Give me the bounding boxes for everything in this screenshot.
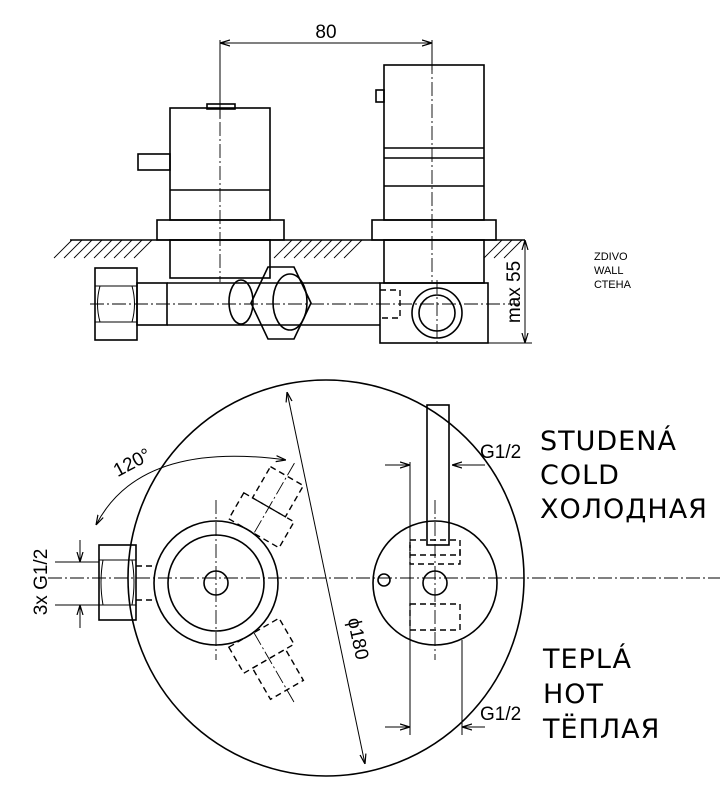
cold-label-en: COLD bbox=[540, 460, 620, 491]
hatch-line bbox=[103, 239, 123, 259]
width-dimension-label: 80 bbox=[315, 22, 336, 43]
hatch-line bbox=[333, 239, 353, 259]
diameter-label: ϕ180 bbox=[343, 616, 372, 662]
hatch-line bbox=[343, 239, 363, 259]
hot-labels: TEPLÁ HOT ТЁПЛАЯ bbox=[542, 643, 660, 745]
cold-thread-dimension: G1/2 bbox=[385, 442, 521, 465]
center-hex-union bbox=[228, 266, 312, 340]
wall-label-en: WALL bbox=[594, 265, 624, 277]
angle-label: 120° bbox=[110, 445, 155, 482]
wall-label-ru: СТЕНА bbox=[594, 279, 632, 291]
left-valve bbox=[137, 100, 285, 282]
inlet-dimension-label: 3x G1/2 bbox=[31, 549, 52, 616]
cold-labels: STUDENÁ COLD ХОЛОДНАЯ bbox=[540, 425, 708, 525]
hatch-line bbox=[53, 239, 73, 259]
hatch-line bbox=[73, 239, 93, 259]
inlet-dimension: 3x G1/2 bbox=[31, 540, 99, 628]
hot-label-en: HOT bbox=[543, 679, 604, 710]
hatch-line bbox=[293, 239, 313, 259]
hatch-line bbox=[113, 239, 133, 259]
hot-thread-label: G1/2 bbox=[480, 704, 521, 725]
hatch-line bbox=[493, 239, 513, 259]
wall-hatching bbox=[53, 239, 523, 259]
wall-surface bbox=[53, 239, 525, 259]
hatch-line bbox=[483, 239, 503, 259]
hot-label-cz: TEPLÁ bbox=[542, 643, 632, 675]
hot-label-ru: ТЁПЛАЯ bbox=[542, 713, 660, 745]
right-mixer bbox=[372, 404, 498, 735]
angle-dimension: 120° bbox=[96, 445, 286, 525]
hatch-line bbox=[63, 239, 83, 259]
left-inlet-nut bbox=[98, 544, 137, 621]
hatch-line bbox=[273, 239, 293, 259]
hatch-line bbox=[283, 239, 303, 259]
hot-thread-dimension: G1/2 bbox=[385, 704, 521, 727]
wall-label-cz: ZDIVO bbox=[594, 251, 628, 263]
depth-dimension-label: max 55 bbox=[504, 261, 525, 323]
wall-labels: ZDIVO WALL СТЕНА bbox=[594, 251, 632, 291]
width-dimension: 80 bbox=[219, 22, 433, 118]
hatch-line bbox=[503, 239, 523, 259]
hatch-line bbox=[323, 239, 343, 259]
top-view: 120° 3x G1/2 ϕ180 bbox=[31, 379, 720, 777]
cold-thread-label: G1/2 bbox=[480, 442, 521, 463]
hatch-line bbox=[123, 239, 143, 259]
upper-outlet bbox=[227, 462, 305, 549]
hatch-line bbox=[93, 239, 113, 259]
right-valve bbox=[371, 60, 497, 346]
hatch-line bbox=[133, 239, 153, 259]
lower-outlet bbox=[227, 617, 305, 703]
depth-dimension: max 55 bbox=[488, 240, 532, 344]
hatch-line bbox=[303, 239, 323, 259]
left-diverter bbox=[136, 500, 279, 660]
hatch-line bbox=[83, 239, 103, 259]
hatch-line bbox=[313, 239, 333, 259]
cold-label-cz: STUDENÁ bbox=[540, 425, 677, 457]
connecting-pipe bbox=[90, 282, 520, 326]
side-view: 80 bbox=[53, 22, 632, 346]
cold-label-ru: ХОЛОДНАЯ bbox=[540, 494, 708, 525]
